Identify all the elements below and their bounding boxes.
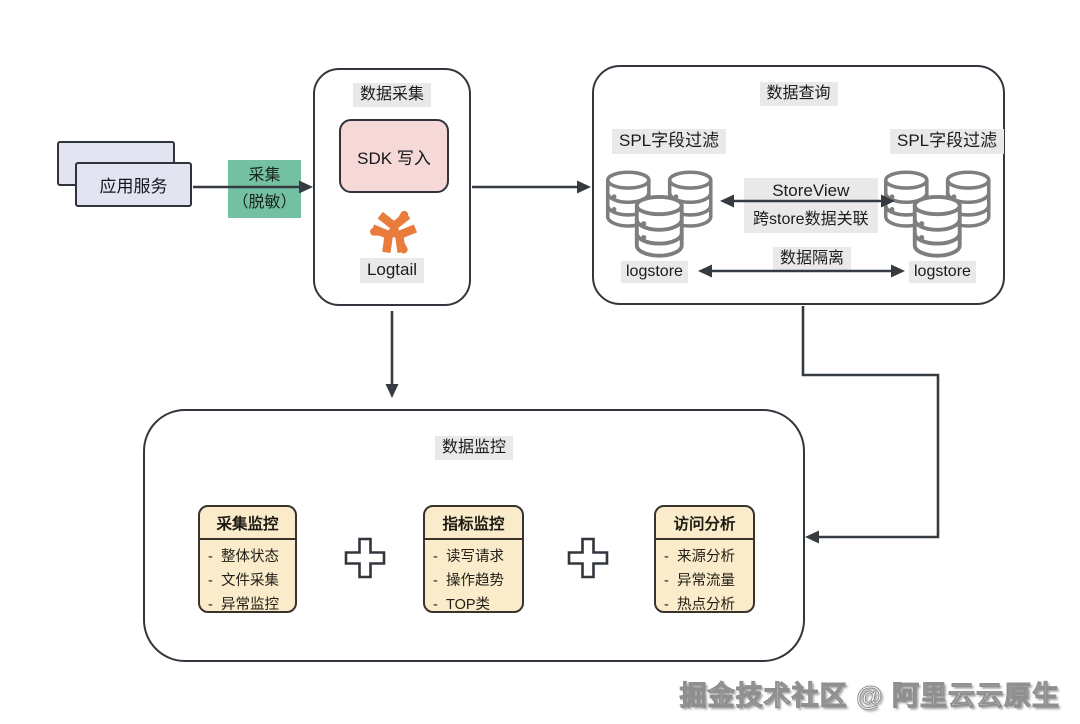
card-metric-monitor: 指标监控 -读写请求 -操作趋势 -TOP类 — [423, 505, 524, 613]
storeview-line1: StoreView — [772, 181, 850, 200]
data-monitoring-title: 数据监控 — [434, 436, 514, 460]
bullet: - — [433, 549, 438, 565]
list-item: -整体状态 — [208, 545, 291, 569]
data-monitoring-box: 数据监控 采集监控 -整体状态 -文件采集 -异常监控 指标监控 -读写请求 -… — [143, 409, 805, 662]
app-service-box: 应用服务 — [75, 162, 192, 207]
list-item: -操作趋势 — [433, 569, 518, 593]
bullet: - — [433, 597, 438, 613]
logstore-left-label: logstore — [621, 261, 688, 283]
bullet: - — [664, 573, 669, 589]
database-cluster-left-icon — [602, 169, 724, 268]
logtail-icon — [364, 202, 424, 262]
spl-filter-left-label: SPL字段过滤 — [612, 129, 727, 154]
card-access-analysis-title: 访问分析 — [656, 507, 753, 540]
plus-icon — [342, 535, 388, 586]
sdk-write-box: SDK 写入 — [339, 119, 449, 193]
item-label: TOP类 — [446, 597, 491, 613]
item-label: 读写请求 — [446, 549, 504, 565]
list-item: -热点分析 — [664, 593, 749, 613]
watermark-text: 掘金技术社区 @ 阿里云云原生 — [679, 681, 1060, 712]
logtail-label: Logtail — [359, 258, 425, 283]
item-label: 操作趋势 — [446, 573, 504, 589]
database-cluster-right-icon — [880, 169, 1002, 268]
collect-line2: （脱敏） — [232, 194, 297, 211]
list-item: -TOP类 — [433, 593, 518, 613]
card-metric-monitor-title: 指标监控 — [425, 507, 522, 540]
bullet: - — [208, 597, 213, 613]
list-item: -文件采集 — [208, 569, 291, 593]
logstore-right-label: logstore — [909, 261, 976, 283]
data-query-title: 数据查询 — [759, 82, 838, 106]
app-service-label: 应用服务 — [99, 177, 168, 196]
item-label: 来源分析 — [677, 549, 735, 565]
data-query-box: 数据查询 SPL字段过滤 SPL字段过滤 — [592, 65, 1005, 305]
data-isolation-label: 数据隔离 — [773, 247, 852, 271]
card-collection-monitor-title: 采集监控 — [200, 507, 295, 540]
storeview-line2: 跨store数据关联 — [753, 210, 869, 228]
item-label: 文件采集 — [221, 573, 279, 589]
list-item: -读写请求 — [433, 545, 518, 569]
bullet: - — [208, 573, 213, 589]
collect-desensitize-label: 采集 （脱敏） — [228, 160, 301, 218]
card-access-analysis: 访问分析 -来源分析 -异常流量 -热点分析 — [654, 505, 755, 613]
storeview-label: StoreView 跨store数据关联 — [744, 178, 878, 233]
item-label: 整体状态 — [221, 549, 279, 565]
data-collection-title: 数据采集 — [352, 83, 432, 107]
data-collection-box: 数据采集 SDK 写入 Logtail — [313, 68, 471, 306]
bullet: - — [664, 549, 669, 565]
list-item: -异常监控 — [208, 593, 291, 613]
collect-line1: 采集 — [248, 166, 281, 184]
item-label: 热点分析 — [677, 597, 735, 613]
bullet: - — [433, 573, 438, 589]
item-label: 异常监控 — [221, 597, 279, 613]
card-collection-monitor: 采集监控 -整体状态 -文件采集 -异常监控 — [198, 505, 297, 613]
bullet: - — [208, 549, 213, 565]
item-label: 异常流量 — [677, 573, 735, 589]
list-item: -来源分析 — [664, 545, 749, 569]
plus-icon — [565, 535, 611, 586]
list-item: -异常流量 — [664, 569, 749, 593]
spl-filter-right-label: SPL字段过滤 — [890, 129, 1005, 154]
bullet: - — [664, 597, 669, 613]
sdk-write-label: SDK 写入 — [357, 148, 431, 168]
